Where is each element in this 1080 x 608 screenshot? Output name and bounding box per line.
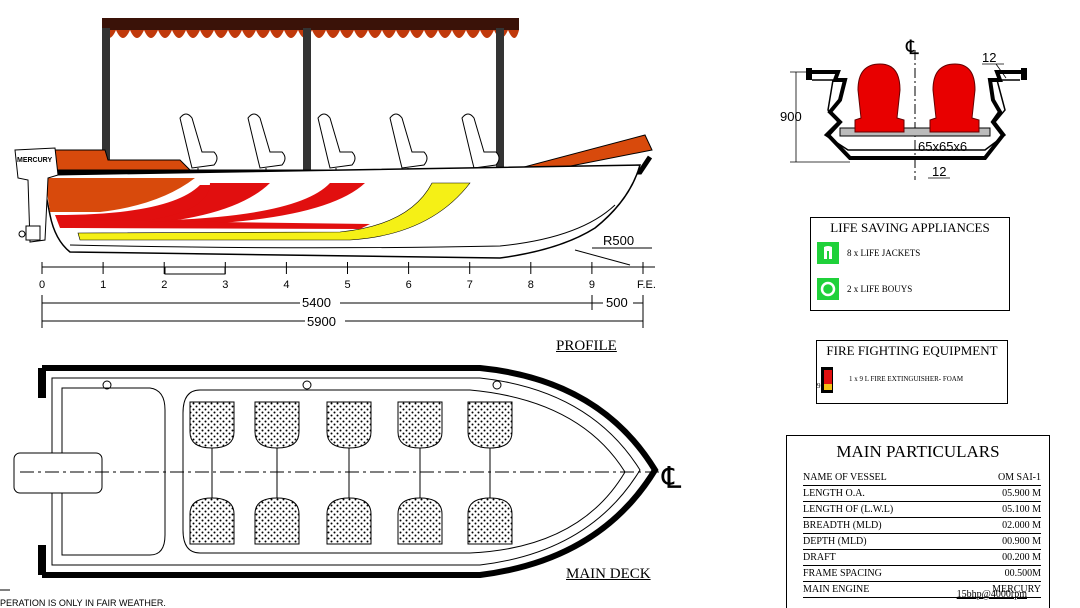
particulars-row: LENGTH OF (L.W.L)05.100 M — [803, 501, 1041, 518]
main-deck-view: ℄ — [13, 365, 682, 578]
canopy-post — [303, 28, 311, 176]
particulars-value: 00.900 M — [957, 533, 1041, 550]
particulars-value: 00.200 M — [957, 549, 1041, 566]
profile-seat — [461, 113, 500, 172]
station-label: 6 — [406, 279, 412, 291]
particulars-key: BREADTH (MLD) — [803, 517, 958, 534]
deck-seat-cushion — [467, 401, 513, 449]
station-label: 7 — [467, 279, 473, 291]
canopy-post — [496, 28, 504, 176]
fire-extinguisher-size: 9 — [817, 382, 821, 390]
section-seat-right — [929, 63, 980, 133]
dimension-fe: 500 — [606, 295, 628, 310]
particulars-value: 00.500M — [957, 565, 1041, 582]
particulars-key: FRAME SPACING — [803, 565, 958, 582]
particulars-key: DEPTH (MLD) — [803, 533, 958, 550]
midship-section: ℄ 900 12 65x65x6 12 — [780, 37, 1027, 180]
canopy — [102, 18, 519, 38]
station-label: 9 — [589, 279, 595, 291]
fire-extinguisher-icon — [819, 367, 835, 393]
particulars-value: OM SAI-1 — [957, 470, 1041, 486]
particulars-value: 05.100 M — [957, 501, 1041, 518]
life-jacket-icon — [817, 242, 839, 264]
deck-seat-cushion — [467, 497, 513, 545]
profile-seat — [247, 113, 286, 172]
life-buoy-text: 2 x LIFE BOUYS — [847, 284, 913, 294]
particulars-value: MERCURY — [957, 581, 1041, 598]
station-label: 1 — [100, 279, 106, 291]
profile-view: MERCURY R500 0 1 2 3 4 5 6 7 8 9 F.E. 5400 500 590… — [14, 18, 656, 329]
main-particulars-title: MAIN PARTICULARS — [836, 442, 1000, 461]
particulars-value: 02.000 M — [957, 517, 1041, 534]
fire-fighting-panel: FIRE FIGHTING EQUIPMENT 9 1 x 9 L FIRE E… — [816, 340, 1008, 404]
station-label: 5 — [345, 279, 351, 291]
deck-seat-cushion — [254, 497, 300, 545]
plate-label-top: 12 — [982, 50, 996, 65]
station-label: 4 — [283, 279, 289, 291]
particulars-value: 05.900 M — [957, 485, 1041, 502]
angle-label: 65x65x6 — [918, 139, 967, 154]
engine-rating: 15bhp@4000rpm — [956, 589, 1027, 600]
fire-extinguisher-text: 1 x 9 L FIRE EXTINGUISHER- FOAM — [849, 375, 964, 383]
deck-seat-cushion — [397, 401, 443, 449]
life-jacket-text: 8 x LIFE JACKETS — [847, 248, 921, 258]
profile-title: PROFILE — [556, 338, 617, 354]
hull — [40, 134, 653, 266]
deck-centerline-label: ℄ — [661, 462, 682, 495]
profile-seat — [317, 113, 356, 172]
life-saving-title: LIFE SAVING APPLIANCES — [830, 220, 990, 235]
particulars-row: DEPTH (MLD)00.900 M — [803, 533, 1041, 550]
particulars-row: BREADTH (MLD)02.000 M — [803, 517, 1041, 534]
outboard-motor — [14, 147, 59, 243]
station-label: 0 — [39, 279, 45, 291]
deck-seat-cushion — [326, 497, 372, 545]
main-deck-title: MAIN DECK — [566, 566, 651, 582]
section-seat-left — [854, 63, 905, 133]
depth-label: 900 — [780, 109, 802, 124]
deck-seat-cushion — [397, 497, 443, 545]
deck-seat-cushion — [189, 401, 235, 449]
plate-label-bottom: 12 — [932, 164, 946, 179]
particulars-key: LENGTH O.A. — [803, 485, 958, 502]
life-jacket-row: 8 x LIFE JACKETS — [817, 242, 920, 264]
life-saving-panel: LIFE SAVING APPLIANCES 8 x LIFE JACKETS … — [810, 217, 1010, 311]
life-buoy-icon — [817, 278, 839, 300]
station-label: 2 — [161, 279, 167, 291]
profile-seats — [179, 113, 500, 172]
station-label: 8 — [528, 279, 534, 291]
life-buoy-row: 2 x LIFE BOUYS — [817, 278, 912, 300]
section-centerline-label: ℄ — [905, 37, 919, 59]
operation-note: PERATION IS ONLY IN FAIR WEATHER. — [0, 598, 166, 607]
particulars-row: LENGTH O.A.05.900 M — [803, 485, 1041, 502]
deck-seat-cushion — [326, 401, 372, 449]
particulars-key: MAIN ENGINE — [803, 581, 958, 598]
canopy-post — [102, 28, 110, 176]
particulars-key: LENGTH OF (L.W.L) — [803, 501, 958, 518]
fire-fighting-title: FIRE FIGHTING EQUIPMENT — [826, 343, 998, 358]
outboard-brand-label: MERCURY — [17, 157, 52, 164]
deck-seat-cushion — [254, 401, 300, 449]
dimension-main: 5400 — [302, 295, 331, 310]
station-label: 3 — [222, 279, 228, 291]
frame-stations: 0 1 2 3 4 5 6 7 8 9 F.E. — [39, 262, 656, 291]
station-label: F.E. — [637, 279, 656, 291]
deck-seat-cushion — [189, 497, 235, 545]
dimension-total: 5900 — [307, 314, 336, 329]
deck-seats — [189, 401, 513, 545]
particulars-key: NAME OF VESSEL — [803, 470, 958, 486]
particulars-key: DRAFT — [803, 549, 958, 566]
profile-seat — [179, 113, 218, 172]
radius-label: R500 — [603, 233, 634, 248]
profile-seat — [389, 113, 428, 172]
